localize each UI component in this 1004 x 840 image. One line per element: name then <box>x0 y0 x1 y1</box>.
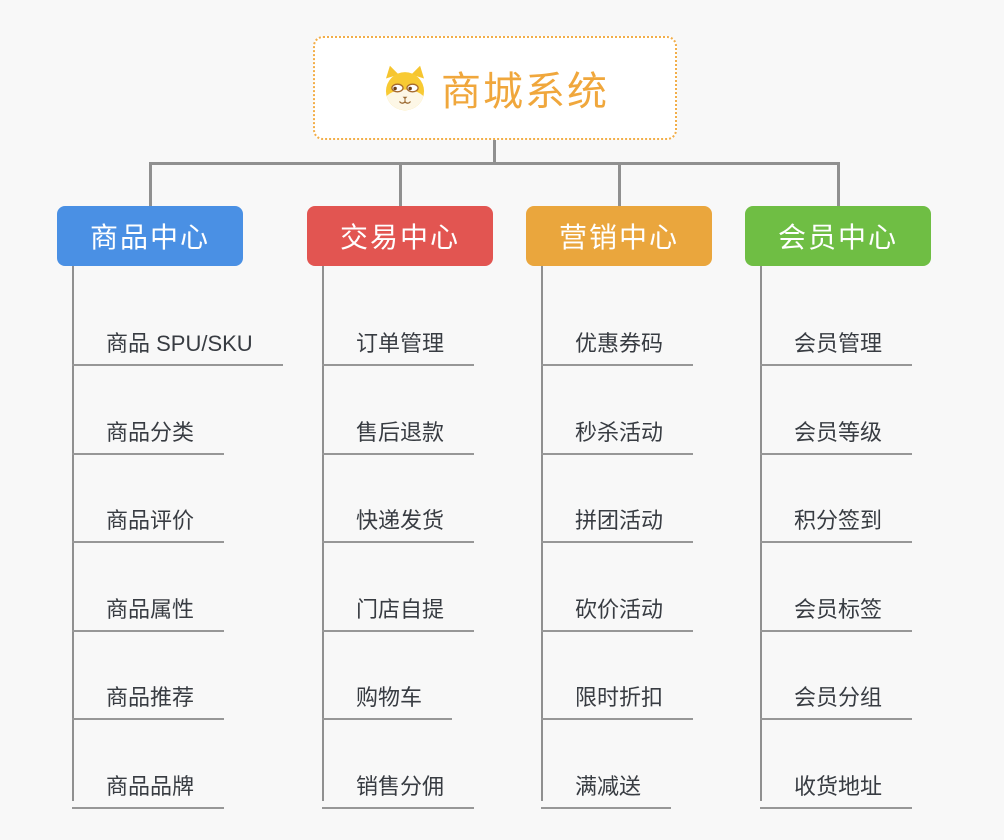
branch-drop-line <box>148 162 152 206</box>
child-topic[interactable]: 商品 SPU/SKU <box>72 314 283 366</box>
branch-label: 交易中心 <box>339 222 460 253</box>
tree-rail-line <box>148 162 840 165</box>
branch-box-1[interactable]: 商品中心 <box>57 206 243 266</box>
child-topic[interactable]: 秒杀活动 <box>541 403 694 455</box>
root-topic[interactable]: 商城系统 <box>313 36 677 140</box>
child-topic-label: 售后退款 <box>356 419 445 445</box>
child-topic[interactable]: 拼团活动 <box>541 491 694 544</box>
child-topic-label: 商品推荐 <box>106 685 195 711</box>
child-topic-label: 秒杀活动 <box>575 419 664 445</box>
child-topic-label: 购物车 <box>356 685 423 711</box>
branch-spine-line <box>72 266 74 801</box>
child-topic-label: 收货地址 <box>794 774 883 799</box>
child-topic-label: 会员管理 <box>794 331 883 356</box>
child-topic[interactable]: 售后退款 <box>322 403 475 455</box>
child-topic-label: 拼团活动 <box>575 508 664 534</box>
child-topic[interactable]: 满减送 <box>541 757 672 809</box>
child-topic-label: 砍价活动 <box>575 596 664 622</box>
child-topic-label: 商品评价 <box>106 508 195 534</box>
branch-label: 营销中心 <box>558 222 679 253</box>
child-topic-label: 商品属性 <box>106 596 195 622</box>
child-topic[interactable]: 收货地址 <box>760 757 913 809</box>
root-stem-line <box>493 140 496 165</box>
branch-label: 会员中心 <box>777 222 898 253</box>
child-topic-label: 销售分佣 <box>356 774 445 799</box>
child-topic[interactable]: 积分签到 <box>760 491 913 544</box>
branch-box-3[interactable]: 营销中心 <box>526 206 712 266</box>
child-topic-label: 会员等级 <box>794 419 883 445</box>
branch-spine-line <box>541 266 543 801</box>
child-topic-label: 商品 SPU/SKU <box>106 331 253 356</box>
child-topic[interactable]: 砍价活动 <box>541 580 694 632</box>
child-topic-label: 优惠券码 <box>575 331 664 356</box>
child-topic[interactable]: 订单管理 <box>322 314 475 366</box>
child-topic[interactable]: 门店自提 <box>322 580 475 632</box>
branch-spine-line <box>760 266 762 801</box>
branch-label: 商品中心 <box>89 222 210 253</box>
child-topic-label: 会员分组 <box>794 685 883 711</box>
child-topic[interactable]: 会员管理 <box>760 314 913 366</box>
child-topic[interactable]: 销售分佣 <box>322 757 475 809</box>
child-topic[interactable]: 购物车 <box>322 668 453 721</box>
child-topic-label: 门店自提 <box>356 596 445 622</box>
child-topic-label: 满减送 <box>575 774 642 799</box>
child-topic[interactable]: 商品评价 <box>72 491 225 544</box>
branch-drop-line <box>617 162 621 206</box>
branch-spine-line <box>322 266 324 801</box>
child-topic-label: 快递发货 <box>356 508 445 534</box>
child-topic-label: 会员标签 <box>794 596 883 622</box>
child-topic[interactable]: 会员等级 <box>760 403 913 455</box>
child-topic[interactable]: 会员标签 <box>760 580 913 632</box>
child-topic-label: 限时折扣 <box>575 685 664 711</box>
child-topic[interactable]: 商品推荐 <box>72 668 225 721</box>
branch-drop-line <box>836 162 840 206</box>
shiba-dog-icon <box>381 65 429 111</box>
branch-drop-line <box>398 162 402 206</box>
root-title: 商城系统 <box>441 70 609 114</box>
child-topic[interactable]: 会员分组 <box>760 668 913 721</box>
branch-box-2[interactable]: 交易中心 <box>307 206 493 266</box>
child-topic-label: 积分签到 <box>794 508 883 534</box>
child-topic-label: 商品品牌 <box>106 774 195 799</box>
branch-box-4[interactable]: 会员中心 <box>745 206 931 266</box>
child-topic[interactable]: 商品品牌 <box>72 757 225 809</box>
child-topic[interactable]: 商品分类 <box>72 403 225 455</box>
child-topic[interactable]: 优惠券码 <box>541 314 694 366</box>
child-topic[interactable]: 商品属性 <box>72 580 225 632</box>
child-topic-label: 商品分类 <box>106 419 195 445</box>
child-topic-label: 订单管理 <box>356 331 445 356</box>
child-topic[interactable]: 限时折扣 <box>541 668 694 721</box>
child-topic[interactable]: 快递发货 <box>322 491 475 544</box>
